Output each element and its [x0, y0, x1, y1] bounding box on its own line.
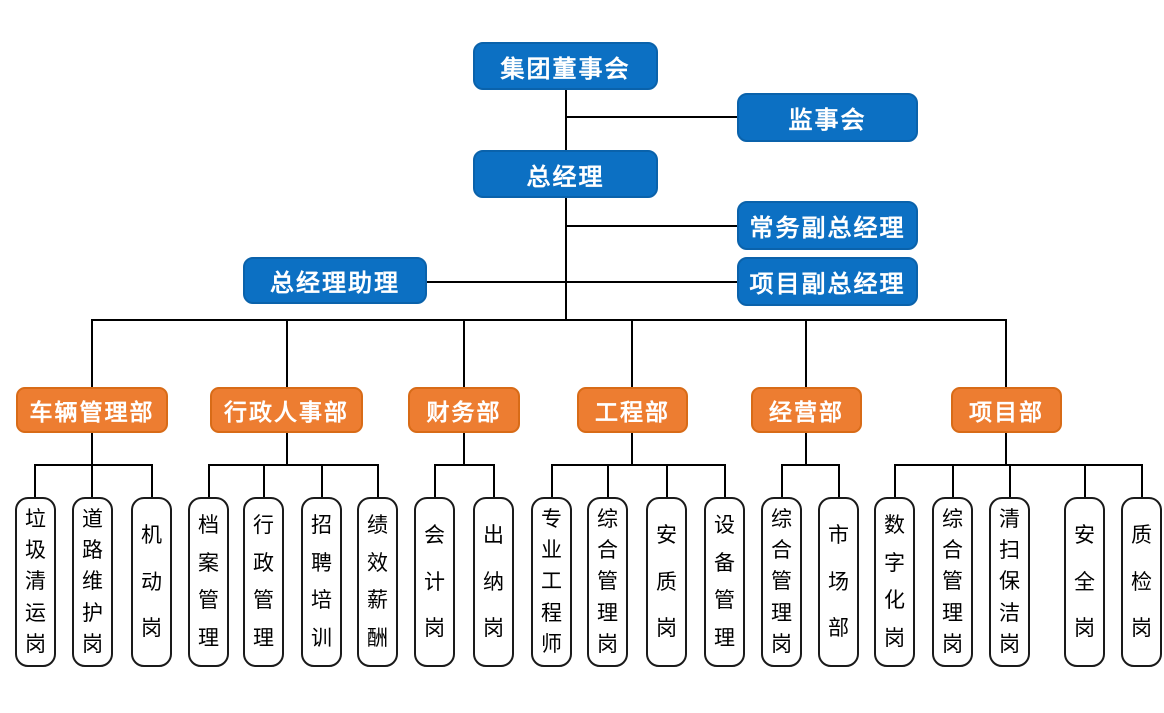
connector-line — [91, 319, 93, 387]
connector-line — [838, 464, 840, 497]
node-board-of-directors: 集团董事会 — [473, 42, 658, 90]
connector-line — [1141, 464, 1143, 497]
node-supervisory-board: 监事会 — [737, 93, 918, 142]
post-safety: 安全岗 — [1064, 497, 1105, 667]
connector-line — [91, 433, 93, 466]
dept-project: 项目部 — [951, 387, 1062, 433]
post-digitalization: 数字化岗 — [874, 497, 915, 667]
connector-line — [631, 433, 633, 466]
post-label: 档案管理 — [198, 513, 219, 650]
dept-admin-hr: 行政人事部 — [210, 387, 363, 433]
connector-line — [565, 90, 567, 150]
connector-line — [566, 225, 738, 227]
connector-line — [805, 319, 807, 387]
post-label: 道路维护岗 — [82, 507, 103, 656]
post-label: 综合管理岗 — [597, 507, 618, 656]
post-market-division: 市场部 — [818, 497, 859, 667]
post-label: 会计岗 — [424, 522, 445, 641]
connector-line — [321, 464, 323, 497]
connector-line — [551, 464, 553, 497]
post-label: 招聘培训 — [311, 513, 332, 650]
connector-line — [263, 464, 265, 497]
connector-line — [781, 464, 840, 466]
connector-line — [631, 319, 633, 387]
connector-line — [286, 433, 288, 466]
connector-line — [894, 464, 1143, 466]
dept-operations: 经营部 — [751, 387, 862, 433]
post-garbage-collection: 垃圾清运岗 — [15, 497, 56, 667]
post-label: 安质岗 — [656, 522, 677, 641]
post-administration: 行政管理 — [243, 497, 284, 667]
connector-line — [894, 464, 896, 497]
dept-engineering: 工程部 — [577, 387, 688, 433]
post-general-management-ops: 综合管理岗 — [761, 497, 802, 667]
node-general-manager: 总经理 — [473, 150, 658, 198]
connector-line — [151, 464, 153, 497]
connector-line — [1005, 319, 1007, 387]
post-label: 设备管理 — [714, 513, 735, 650]
connector-line — [565, 198, 567, 321]
post-label: 清扫保洁岗 — [999, 507, 1020, 656]
post-label: 专业工程师 — [541, 507, 562, 656]
connector-line — [607, 464, 609, 497]
node-gm-assistant: 总经理助理 — [243, 257, 427, 304]
connector-line — [34, 464, 36, 497]
connector-line — [35, 464, 153, 466]
post-label: 综合管理岗 — [942, 507, 963, 656]
post-label: 综合管理岗 — [771, 507, 792, 656]
connector-line — [1084, 464, 1086, 497]
connector-line — [566, 116, 738, 118]
connector-line — [91, 464, 93, 497]
connector-line — [463, 433, 465, 466]
post-archives-management: 档案管理 — [188, 497, 229, 667]
post-accounting: 会计岗 — [414, 497, 455, 667]
connector-line — [781, 464, 783, 497]
connector-line — [377, 464, 379, 497]
connector-line — [92, 319, 1007, 321]
dept-vehicle-management: 车辆管理部 — [16, 387, 168, 433]
post-label: 机动岗 — [141, 522, 162, 641]
post-label: 绩效薪酬 — [367, 513, 388, 650]
connector-line — [208, 464, 379, 466]
post-mobile-duty: 机动岗 — [131, 497, 172, 667]
connector-line — [805, 433, 807, 466]
connector-line — [1005, 433, 1007, 466]
connector-line — [493, 464, 495, 497]
connector-line — [463, 319, 465, 387]
post-label: 行政管理 — [253, 513, 274, 650]
connector-line — [1009, 464, 1011, 497]
connector-line — [724, 464, 726, 497]
connector-line — [952, 464, 954, 497]
post-safety-quality: 安质岗 — [646, 497, 687, 667]
connector-line — [208, 464, 210, 497]
post-label: 数字化岗 — [884, 513, 905, 650]
connector-line — [286, 319, 288, 387]
post-professional-engineer: 专业工程师 — [531, 497, 572, 667]
post-cleaning: 清扫保洁岗 — [989, 497, 1030, 667]
post-quality-inspection: 质检岗 — [1121, 497, 1162, 667]
post-general-management-proj: 综合管理岗 — [932, 497, 973, 667]
connector-line — [666, 464, 668, 497]
post-equipment-management: 设备管理 — [704, 497, 745, 667]
connector-line — [434, 464, 436, 497]
post-general-management-eng: 综合管理岗 — [587, 497, 628, 667]
node-executive-deputy-gm: 常务副总经理 — [737, 201, 918, 250]
post-label: 市场部 — [828, 522, 849, 641]
post-recruitment-training: 招聘培训 — [301, 497, 342, 667]
connector-line — [551, 464, 726, 466]
dept-finance: 财务部 — [408, 387, 520, 433]
post-label: 质检岗 — [1131, 522, 1152, 641]
post-label: 垃圾清运岗 — [25, 507, 46, 656]
post-label: 安全岗 — [1074, 522, 1095, 641]
post-road-maintenance: 道路维护岗 — [72, 497, 113, 667]
post-performance-compensation: 绩效薪酬 — [357, 497, 398, 667]
connector-line — [427, 281, 738, 283]
post-label: 出纳岗 — [483, 522, 504, 641]
node-project-deputy-gm: 项目副总经理 — [737, 257, 918, 306]
connector-line — [434, 464, 495, 466]
post-cashier: 出纳岗 — [473, 497, 514, 667]
